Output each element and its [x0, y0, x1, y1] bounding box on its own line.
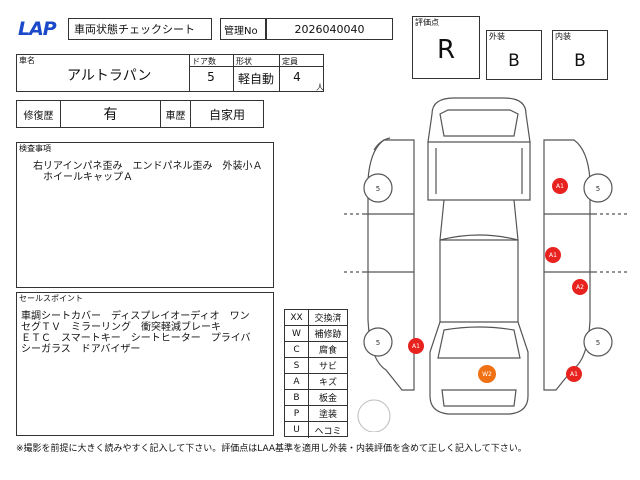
management-no-label: 管理No	[220, 18, 266, 40]
legend-code: S	[285, 358, 309, 373]
interior-grade-box: 内装 B	[552, 30, 608, 80]
interior-grade-value: B	[574, 51, 586, 71]
legend-code: P	[285, 406, 309, 421]
damage-mark	[545, 247, 561, 263]
legend-code: W	[285, 326, 309, 341]
exterior-label: 外装	[489, 32, 505, 41]
inspection-text: 右リアインパネ歪み エンドパネル歪み 外装小Ａ ホイールキャップＡ	[33, 161, 263, 183]
score-box: 評価点 R	[412, 16, 480, 79]
damage-mark-label: A2	[576, 284, 584, 291]
damage-mark-label: A1	[570, 371, 578, 378]
repair-label: 修復歴	[17, 101, 61, 127]
legend-row: W 補修跡	[285, 326, 347, 342]
damage-mark	[572, 279, 588, 295]
vehicle-info-row: 車名 アルトラパン ドア数 5 形状 軽自動 定員 4 人	[16, 54, 324, 92]
legend-meaning: ヘコミ	[314, 426, 342, 437]
vehicle-name-label: 車名	[19, 56, 35, 65]
doors-label: ドア数	[192, 57, 216, 66]
inspection-label: 検査事項	[19, 144, 51, 153]
repair-value: 有	[61, 101, 161, 127]
score-value: R	[436, 35, 456, 65]
shape-value: 軽自動	[237, 72, 274, 86]
damage-legend: XX 交換済 W 補修跡 C 腐食 S サビ A キズ B 板金 P 塗装 U ヘコミ	[284, 309, 348, 438]
sales-points-label: セールスポイント	[19, 294, 83, 303]
sales-points-text: 車調シートカバー ディスプレイオーディオ ワン セグＴＶ ミラーリング 衝突軽減…	[21, 311, 251, 355]
car-outline	[344, 97, 630, 415]
legend-row: U ヘコミ	[285, 422, 347, 438]
spare-tire-icon	[357, 399, 391, 432]
rear-right-wheel-icon	[583, 327, 613, 357]
wheel-label: 5	[596, 185, 600, 193]
doors-value: 5	[207, 70, 215, 84]
legend-code: A	[285, 374, 309, 389]
lap-logo: LAP	[18, 17, 68, 41]
damage-mark	[552, 178, 568, 194]
front-right-wheel-icon	[583, 173, 613, 203]
wheel-label: 5	[376, 185, 380, 193]
score-label: 評価点	[415, 18, 439, 27]
car-damage-diagram: 5 5 5 5 A1 A1 A2 A1 A1 W2	[344, 97, 630, 432]
footer-note: ※撮影を前提に大きく読みやすく記入して下さい。評価点はLAA基準を適用し外装・内…	[16, 444, 527, 454]
legend-meaning: 腐食	[318, 346, 337, 356]
legend-row: B 板金	[285, 390, 347, 406]
legend-meaning: 塗装	[318, 410, 337, 420]
legend-meaning: キズ	[318, 378, 337, 388]
capacity-value: 4	[293, 70, 301, 84]
legend-meaning: サビ	[318, 362, 337, 372]
vehicle-name: アルトラパン	[67, 68, 152, 84]
legend-code: U	[285, 422, 309, 438]
legend-row: P 塗装	[285, 406, 347, 422]
damage-mark-label: A1	[556, 183, 564, 190]
management-no-value: 2026040040	[266, 18, 393, 40]
sheet-title: 車両状態チェックシート	[68, 18, 212, 40]
damage-mark-label: A1	[549, 252, 557, 259]
legend-meaning: 板金	[318, 394, 337, 404]
usage-value: 自家用	[208, 107, 245, 122]
damage-mark	[408, 338, 424, 354]
inspection-box: 検査事項 右リアインパネ歪み エンドパネル歪み 外装小Ａ ホイールキャップＡ	[16, 142, 274, 288]
damage-mark	[478, 365, 496, 383]
legend-row: XX 交換済	[285, 310, 347, 326]
capacity-unit: 人	[316, 83, 324, 92]
legend-code: B	[285, 390, 309, 405]
damage-mark	[566, 366, 582, 382]
legend-meaning: 補修跡	[314, 330, 342, 340]
exterior-grade-box: 外装 B	[486, 30, 542, 80]
history-row: 修復歴 有 車歴 自家用	[16, 100, 264, 128]
damage-mark-label: A1	[412, 343, 420, 350]
sales-points-box: セールスポイント 車調シートカバー ディスプレイオーディオ ワン セグＴＶ ミラ…	[16, 292, 274, 436]
wheel-group: 5 5 5 5	[363, 173, 613, 357]
damage-marks: A1 A1 A2 A1 A1 W2	[408, 178, 588, 383]
shape-label: 形状	[236, 57, 252, 66]
legend-code: XX	[285, 310, 309, 325]
legend-row: S サビ	[285, 358, 347, 374]
front-left-wheel-icon	[363, 173, 393, 203]
logo-text: LAP	[18, 18, 57, 40]
legend-code: C	[285, 342, 309, 357]
wheel-label: 5	[376, 339, 380, 347]
legend-row: A キズ	[285, 374, 347, 390]
exterior-grade-value: B	[508, 51, 520, 71]
rear-left-wheel-icon	[363, 327, 393, 357]
wheel-label: 5	[596, 339, 600, 347]
usage-label: 車歴	[161, 101, 191, 127]
damage-mark-label: W2	[482, 371, 492, 378]
legend-meaning: 交換済	[314, 314, 342, 324]
legend-row: C 腐食	[285, 342, 347, 358]
interior-label: 内装	[555, 32, 571, 41]
capacity-label: 定員	[282, 57, 298, 66]
